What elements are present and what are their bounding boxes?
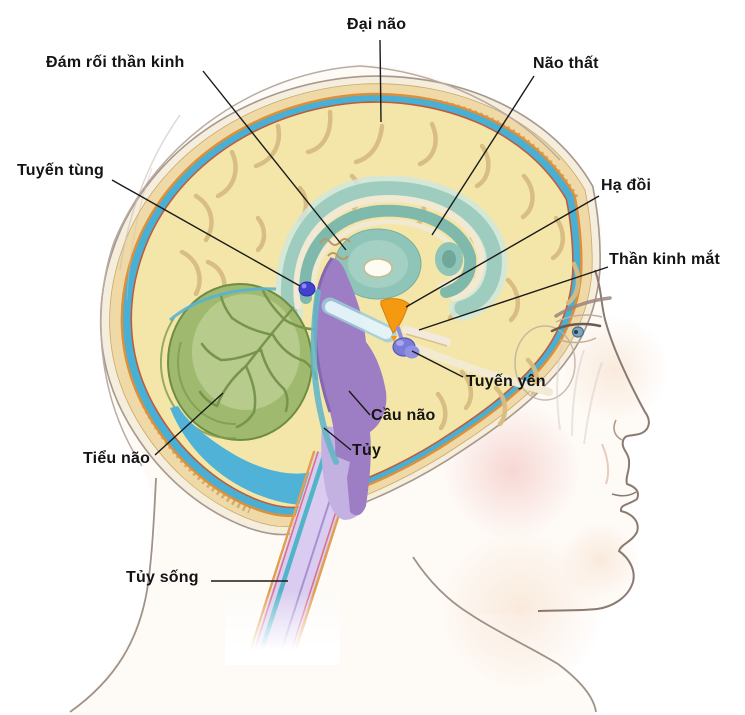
face-profile-line xyxy=(537,269,650,612)
pituitary-highlight xyxy=(396,340,404,346)
pointer-pons xyxy=(348,390,371,416)
pituitary-posterior-lobe xyxy=(404,345,420,359)
corpus-callosum-band xyxy=(299,204,477,304)
nasolabial-crease xyxy=(601,443,610,485)
label-medulla: Tủy xyxy=(352,442,382,459)
nose-shading xyxy=(559,315,669,425)
eyebrow xyxy=(554,296,612,318)
hypothalamus-dot xyxy=(391,336,397,342)
upper-eyelid xyxy=(550,322,602,333)
cerebellum-group xyxy=(160,283,321,441)
fourth-ventricle-line xyxy=(310,289,339,465)
throat-line xyxy=(412,556,597,713)
label-cerebrum: Đại não xyxy=(347,16,407,33)
pointer-choroid-plexus xyxy=(202,70,347,251)
pointer-pituitary xyxy=(411,350,464,378)
label-pons: Cầu não xyxy=(371,407,436,424)
aqueduct-cylinder xyxy=(325,301,392,339)
cerebellum-folia-rings xyxy=(160,317,237,440)
label-pituitary-gland: Tuyến yên xyxy=(466,373,546,390)
csf-cistern-pool xyxy=(170,406,328,505)
back-neck-line xyxy=(69,477,157,713)
tentorium-csf-line xyxy=(169,287,277,322)
pineal-gland-shape xyxy=(298,281,316,297)
optic-nerve-band xyxy=(402,326,451,346)
ventricle-gap-outer xyxy=(293,195,485,310)
pointer-hypothalamus xyxy=(405,195,600,308)
chin-shading xyxy=(560,520,640,600)
label-ventricle: Não thất xyxy=(533,55,599,72)
label-hypothalamus: Hạ đồi xyxy=(601,177,652,194)
pupil xyxy=(574,330,578,334)
pointer-cerebrum xyxy=(379,39,382,123)
eye-orbit-circle xyxy=(514,325,576,401)
splenium-core xyxy=(442,250,456,268)
choroid-plexus-squiggles xyxy=(319,238,351,260)
ventricle-gap-inner xyxy=(311,219,462,292)
label-cerebellum: Tiểu não xyxy=(83,450,151,467)
label-optic-nerve: Thần kinh mắt xyxy=(609,251,721,268)
cord-fade xyxy=(225,590,340,665)
mouth-line xyxy=(611,491,637,497)
pointer-ventricle xyxy=(431,75,535,236)
label-pineal-gland: Tuyến tùng xyxy=(17,162,105,179)
optic-nerve-edge xyxy=(405,333,448,347)
temporalis-texture xyxy=(556,343,603,445)
nostril-wing xyxy=(613,419,623,441)
label-spinal-cord: Tủy sống xyxy=(126,569,199,586)
ventricle-complex xyxy=(275,175,508,327)
pointer-pineal-gland xyxy=(111,179,301,287)
pointer-lines xyxy=(111,39,609,582)
pons-shape xyxy=(314,258,387,516)
face-features xyxy=(69,65,650,713)
lateral-ventricle-sweep xyxy=(281,181,502,322)
eyelid-crease xyxy=(555,314,603,323)
pointer-optic-nerve xyxy=(418,266,609,331)
label-choroid-plexus: Đám rối thần kinh xyxy=(46,54,185,71)
pointer-cerebellum xyxy=(154,392,224,456)
scalp-outline xyxy=(100,65,561,467)
lower-eyelid xyxy=(559,337,597,344)
pointer-medulla xyxy=(323,427,352,451)
interthalamic-adhesion xyxy=(363,258,393,278)
pineal-highlight xyxy=(301,283,307,289)
cerebellum-core xyxy=(192,294,300,410)
